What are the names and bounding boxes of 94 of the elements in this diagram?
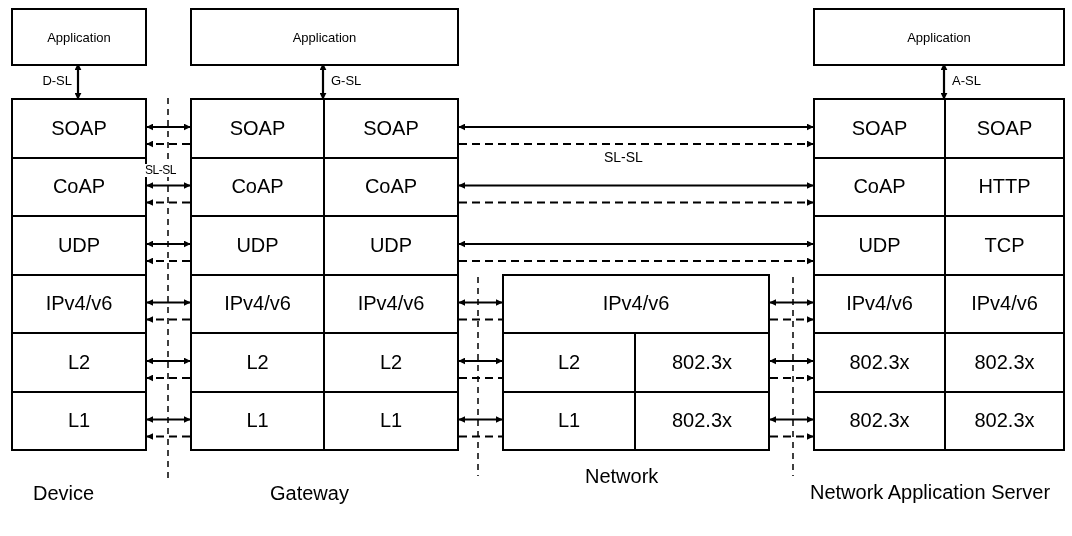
arrow <box>770 433 814 440</box>
protocol-label: 802.3x <box>671 350 733 374</box>
protocol-label: CoAP <box>853 175 906 199</box>
arrow <box>146 299 191 306</box>
protocol-layer-box <box>11 215 147 276</box>
protocol-label: SOAP <box>976 116 1033 140</box>
protocol-label: L2 <box>246 350 269 374</box>
arrow <box>146 316 190 323</box>
protocol-label: IPv4/v6 <box>224 292 291 316</box>
protocol-layer-box <box>813 390 946 451</box>
protocol-layer-box <box>323 98 459 159</box>
protocol-layer-box <box>502 273 770 334</box>
protocol-layer-box <box>813 98 946 159</box>
protocol-label: L2 <box>557 350 581 374</box>
protocol-label: IPv4/v6 <box>602 292 670 316</box>
protocol-label: L2 <box>67 350 91 374</box>
protocol-layer-box <box>634 390 770 451</box>
application-box <box>11 8 147 66</box>
protocol-label: IPv4/v6 <box>45 292 113 316</box>
stack-caption: Network <box>585 465 659 487</box>
edge-label: G-SL <box>331 73 362 88</box>
protocol-label: SOAP <box>363 116 419 140</box>
protocol-label: SOAP <box>229 116 286 140</box>
stack-caption: Network Application Server <box>808 480 1052 505</box>
protocol-label: UDP <box>57 233 101 257</box>
protocol-label: IPv4/v6 <box>357 292 425 316</box>
arrow <box>146 433 190 440</box>
arrow <box>769 357 814 365</box>
arrow <box>458 416 503 423</box>
protocol-label: L2 <box>379 350 403 374</box>
arrow <box>458 123 814 131</box>
protocol-label: L1 <box>557 409 581 433</box>
protocol-label: TCP <box>984 233 1025 257</box>
protocol-layer-box <box>944 390 1065 451</box>
protocol-label: IPv4/v6 <box>971 292 1038 316</box>
application-label: Application <box>907 29 971 45</box>
protocol-layer-box <box>944 98 1065 159</box>
arrow <box>770 316 814 323</box>
arrow <box>458 182 814 189</box>
arrow <box>146 123 191 131</box>
arrow <box>146 182 191 189</box>
application-box <box>813 8 1065 66</box>
arrow <box>459 199 814 206</box>
sl-label: SL-SL <box>145 164 176 178</box>
protocol-layer-box <box>11 273 147 334</box>
protocol-label: SOAP <box>51 116 107 140</box>
protocol-label: CoAP <box>52 175 106 199</box>
arrow <box>769 416 814 423</box>
protocol-label: L1 <box>379 409 403 433</box>
protocol-label: UDP <box>858 233 901 257</box>
protocol-label: UDP <box>236 233 279 257</box>
edge-label: D-SL <box>42 73 72 88</box>
stack-caption: Device <box>33 482 95 504</box>
arrow <box>146 257 190 265</box>
protocol-label: L1 <box>246 409 269 433</box>
arrow <box>146 374 190 382</box>
application-label: Application <box>47 29 111 45</box>
application-label: Application <box>292 29 357 45</box>
protocol-layer-box <box>323 390 459 451</box>
protocol-label: HTTP <box>978 175 1031 199</box>
protocol-layer-box <box>190 98 325 159</box>
protocol-label: CoAP <box>231 175 284 199</box>
edge-label: A-SL <box>952 73 981 88</box>
arrow <box>459 140 814 148</box>
arrow <box>146 140 190 148</box>
protocol-label: CoAP <box>364 175 418 199</box>
arrow <box>458 240 814 248</box>
protocol-layer-box <box>190 390 325 451</box>
application-box <box>190 8 459 66</box>
protocol-label: 802.3x <box>849 409 910 433</box>
arrow <box>146 199 190 206</box>
stack-caption: Gateway <box>270 482 349 504</box>
protocol-layer-box <box>11 156 147 217</box>
protocol-layer-box <box>11 98 147 159</box>
protocol-label: SOAP <box>851 116 908 140</box>
arrow <box>146 357 191 365</box>
arrow <box>458 357 503 365</box>
protocol-label: UDP <box>369 233 413 257</box>
protocol-label: L1 <box>67 409 91 433</box>
arrow <box>769 299 814 306</box>
protocol-label: 802.3x <box>849 350 910 374</box>
sl-label: SL-SL <box>604 150 643 166</box>
arrow <box>146 416 191 423</box>
arrow <box>146 240 191 248</box>
arrow <box>770 374 814 382</box>
protocol-label: 802.3x <box>671 409 733 433</box>
arrow <box>458 299 503 306</box>
protocol-label: IPv4/v6 <box>846 292 913 316</box>
protocol-layer-box <box>11 332 147 393</box>
protocol-layer-box <box>502 390 636 451</box>
protocol-label: 802.3x <box>974 350 1035 374</box>
protocol-label: 802.3x <box>974 409 1035 433</box>
protocol-layer-box <box>11 390 147 451</box>
arrow <box>459 257 814 265</box>
